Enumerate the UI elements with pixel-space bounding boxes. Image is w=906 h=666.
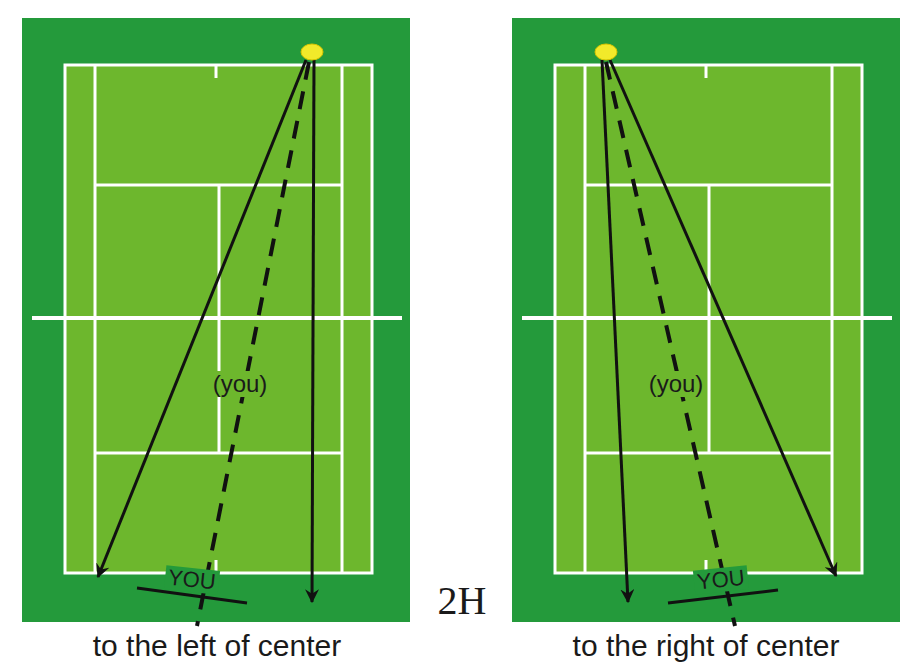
tennis-court — [22, 18, 410, 622]
player-label: (you) — [210, 371, 271, 397]
player-label: (you) — [646, 371, 707, 397]
tennis-ball — [301, 44, 323, 60]
caption-text: to the right of center — [573, 629, 840, 662]
shot-lines — [602, 60, 836, 626]
caption-text: to the left of center — [93, 629, 341, 662]
shot-lines — [98, 60, 314, 626]
figure-number: 2H — [438, 579, 487, 623]
tennis-ball — [595, 44, 617, 60]
tennis-court — [512, 18, 900, 622]
